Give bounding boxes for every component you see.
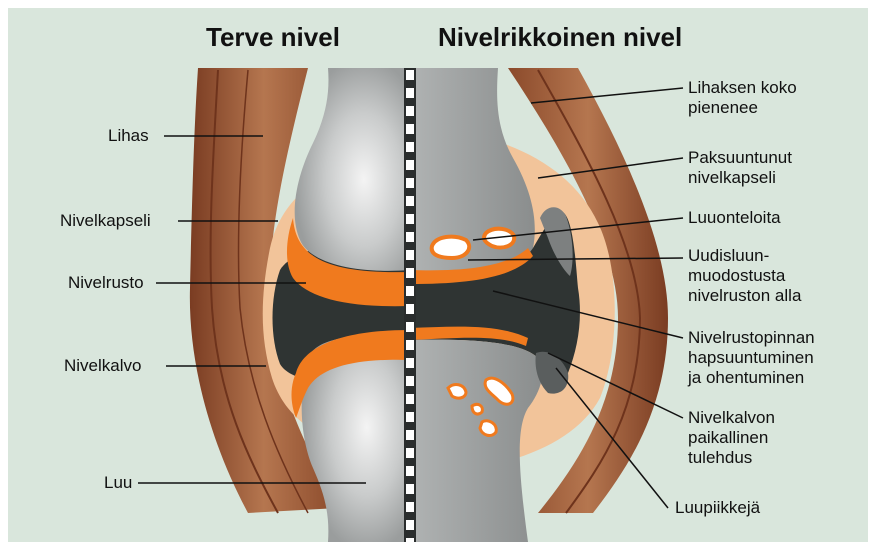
diagram-canvas: Terve nivel Nivelrikkoinen nivel Lihas N…: [8, 8, 868, 542]
label-muscle: Lihas: [108, 126, 149, 146]
label-new-bone: Uudisluun- muodostusta nivelruston alla: [688, 246, 801, 306]
label-synovium: Nivelkalvo: [64, 356, 141, 376]
heading-healthy: Terve nivel: [206, 22, 340, 53]
label-cartilage: Nivelrusto: [68, 273, 144, 293]
label-bone-cysts: Luuonteloita: [688, 208, 781, 228]
label-bone: Luu: [104, 473, 132, 493]
label-osteophytes: Luupiikkejä: [675, 498, 760, 518]
label-muscle-shrinks: Lihaksen koko pienenee: [688, 78, 797, 118]
healthy-joint: [190, 68, 410, 542]
heading-arthritic: Nivelrikkoinen nivel: [438, 22, 682, 53]
bone-top-left: [295, 68, 410, 271]
arthritic-joint: [410, 68, 668, 542]
center-divider: [404, 68, 416, 542]
label-capsule: Nivelkapseli: [60, 211, 151, 231]
label-fibrillation: Nivelrustopinnan hapsuuntuminen ja ohent…: [688, 328, 815, 388]
bone-top-right: [410, 68, 535, 280]
label-inflammation: Nivelkalvon paikallinen tulehdus: [688, 408, 775, 468]
label-thick-capsule: Paksuuntunut nivelkapseli: [688, 148, 792, 188]
